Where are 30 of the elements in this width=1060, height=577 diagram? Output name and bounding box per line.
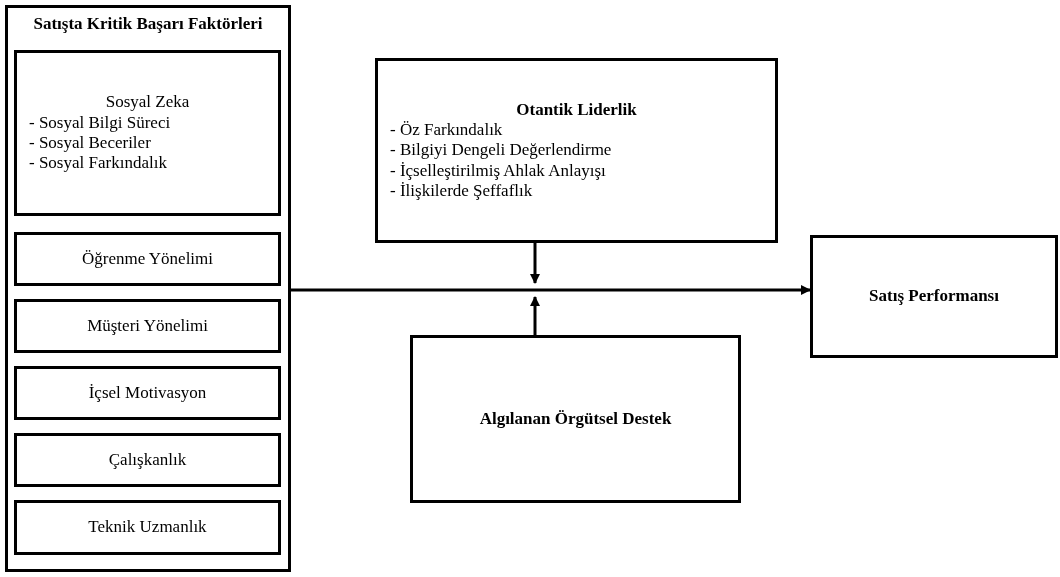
list-item: - Bilgiyi Dengeli Değerlendirme [390, 140, 613, 161]
list-item: - İçselleştirilmiş Ahlak Anlayışı [390, 160, 607, 182]
box-label: Çalışkanlık [107, 449, 188, 471]
process-box [410, 335, 741, 503]
factor-box [14, 299, 281, 353]
factor-box [14, 500, 281, 555]
box-label: İçsel Motivasyon [87, 382, 208, 404]
list-item: - İlişkilerde Şeffaflık [390, 181, 534, 202]
box-label: Müşteri Yönelimi [86, 315, 209, 337]
box-label: Sosyal Zeka [104, 92, 191, 113]
factor-box [14, 366, 281, 420]
box-label: Öğrenme Yönelimi [80, 248, 215, 270]
group-box [5, 5, 291, 572]
list-item: - Öz Farkındalık [390, 119, 504, 141]
factor-box [14, 433, 281, 487]
factor-box [14, 50, 281, 216]
list-item: - Sosyal Beceriler [29, 133, 152, 154]
list-item: - Sosyal Bilgi Süreci [29, 112, 172, 133]
box-title: Satışta Kritik Başarı Faktörleri [32, 14, 264, 35]
process-box [810, 235, 1058, 358]
list-item: - Sosyal Farkındalık [29, 153, 168, 174]
box-title: Algılanan Örgütsel Destek [478, 408, 673, 430]
process-box [375, 58, 778, 243]
box-label: Teknik Uzmanlık [87, 517, 208, 538]
box-title: Otantik Liderlik [515, 99, 638, 120]
arrow [530, 243, 540, 284]
factor-box [14, 232, 281, 286]
arrow [291, 285, 811, 295]
box-title: Satış Performansı [868, 286, 1000, 307]
arrow [530, 296, 540, 335]
